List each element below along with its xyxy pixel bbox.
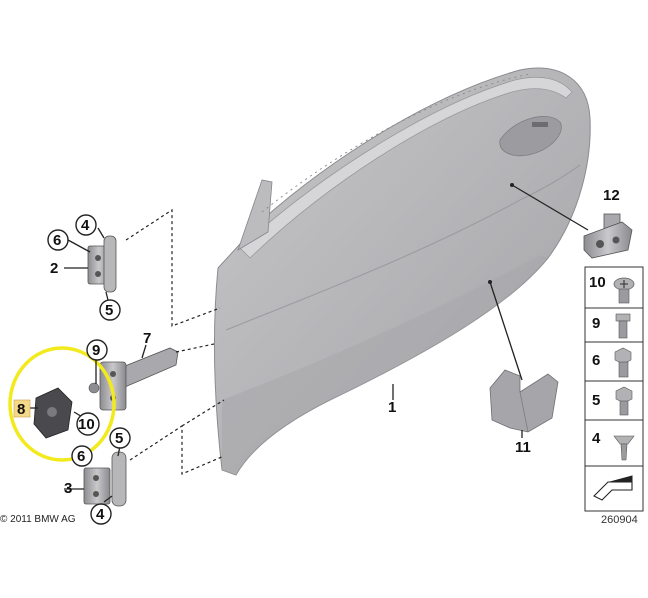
circle-4b [90, 503, 112, 525]
leader-4a [97, 227, 105, 239]
highlight-ring [8, 346, 116, 462]
callout-11: 11 [515, 439, 531, 456]
legend-label-4: 4 [592, 430, 601, 447]
circle-9 [86, 339, 108, 361]
callout-4b: 4 [96, 506, 105, 523]
callout-1: 1 [388, 399, 396, 416]
screw-icon-5 [615, 386, 633, 416]
cover-edge [519, 391, 529, 433]
legend-frame [584, 266, 644, 512]
upper-hinge-bolt-hole [95, 255, 101, 261]
leader-6a [67, 239, 91, 253]
door-fold-line [225, 164, 581, 331]
door-panel [214, 67, 591, 476]
lower-hinge-plate [83, 467, 111, 505]
leader-11-dot [488, 280, 492, 284]
catch-body [583, 221, 633, 259]
badge-8 [13, 399, 31, 418]
upper-hinge-pin [103, 235, 117, 293]
dash-lower-hinge [129, 424, 225, 475]
callout-9: 9 [92, 342, 100, 359]
callout-8: 8 [17, 401, 25, 418]
screw-icon-4 [613, 435, 635, 461]
callout-2: 2 [50, 260, 58, 277]
leader-12-dot [510, 183, 514, 187]
circle-6a [47, 229, 69, 251]
circle-5b [109, 427, 131, 449]
leader-7 [141, 344, 147, 359]
lower-hinge-bolt-hole [93, 475, 99, 481]
mirror-mount [237, 179, 273, 251]
parts-legend: 10 9 6 5 4 [584, 266, 644, 512]
circle-5a [99, 299, 121, 321]
circle-6b [71, 445, 93, 467]
lower-hinge-bolt-hole [93, 491, 99, 497]
seal-hole [47, 407, 57, 417]
legend-label-2: 6 [592, 352, 600, 369]
callout-6b: 6 [77, 448, 85, 465]
catch-hole [612, 236, 620, 244]
dash-lower-hinge-b [181, 399, 225, 427]
circle-10 [76, 412, 100, 436]
check-strap-bolt [110, 371, 116, 377]
screw-icon-6 [614, 347, 632, 378]
leader-lines [30, 183, 589, 503]
door-handle-slot [532, 122, 548, 127]
screw-icon-9 [615, 313, 631, 339]
lower-cover [489, 369, 559, 433]
alignment-lines [125, 208, 225, 475]
upper-catch [583, 213, 633, 259]
copyright-text: © 2011 BMW AG [0, 514, 76, 525]
legend-label-1: 9 [592, 315, 600, 332]
door-lower-shade [222, 255, 548, 475]
lower-hinge-pin [111, 451, 127, 507]
callout-6a: 6 [53, 232, 61, 249]
callout-7: 7 [143, 330, 151, 347]
callout-10: 10 [78, 416, 95, 433]
cover-shape [489, 369, 559, 433]
lower-hinge [83, 451, 127, 507]
callout-12: 12 [603, 187, 620, 204]
callout-5a: 5 [105, 302, 113, 319]
upper-hinge [87, 235, 117, 293]
leader-5a [105, 291, 109, 301]
dash-upper-hinge [125, 208, 221, 327]
leader-4b [103, 495, 113, 503]
circle-4a [75, 214, 97, 236]
leader-12 [511, 184, 589, 231]
catch-hole [596, 240, 604, 248]
image-number: 260904 [601, 514, 638, 526]
dash-check-strap [175, 343, 215, 353]
leader-11 [489, 281, 523, 381]
callout-3: 3 [64, 480, 72, 497]
legend-arrow-icon [593, 475, 633, 501]
callout-4a: 4 [81, 217, 90, 234]
legend-label-3: 5 [592, 392, 600, 409]
screw-icon-10 [613, 277, 635, 304]
callouts: 1 2 3 4 5 6 7 8 9 10 5 6 4 11 12 [13, 187, 620, 525]
door-seal [33, 387, 73, 439]
upper-hinge-bolt-hole [95, 271, 101, 277]
door-frame-strip [239, 76, 573, 259]
check-strap-screw [88, 382, 100, 394]
callout-5b: 5 [115, 430, 123, 447]
legend-label-0: 10 [589, 274, 606, 291]
